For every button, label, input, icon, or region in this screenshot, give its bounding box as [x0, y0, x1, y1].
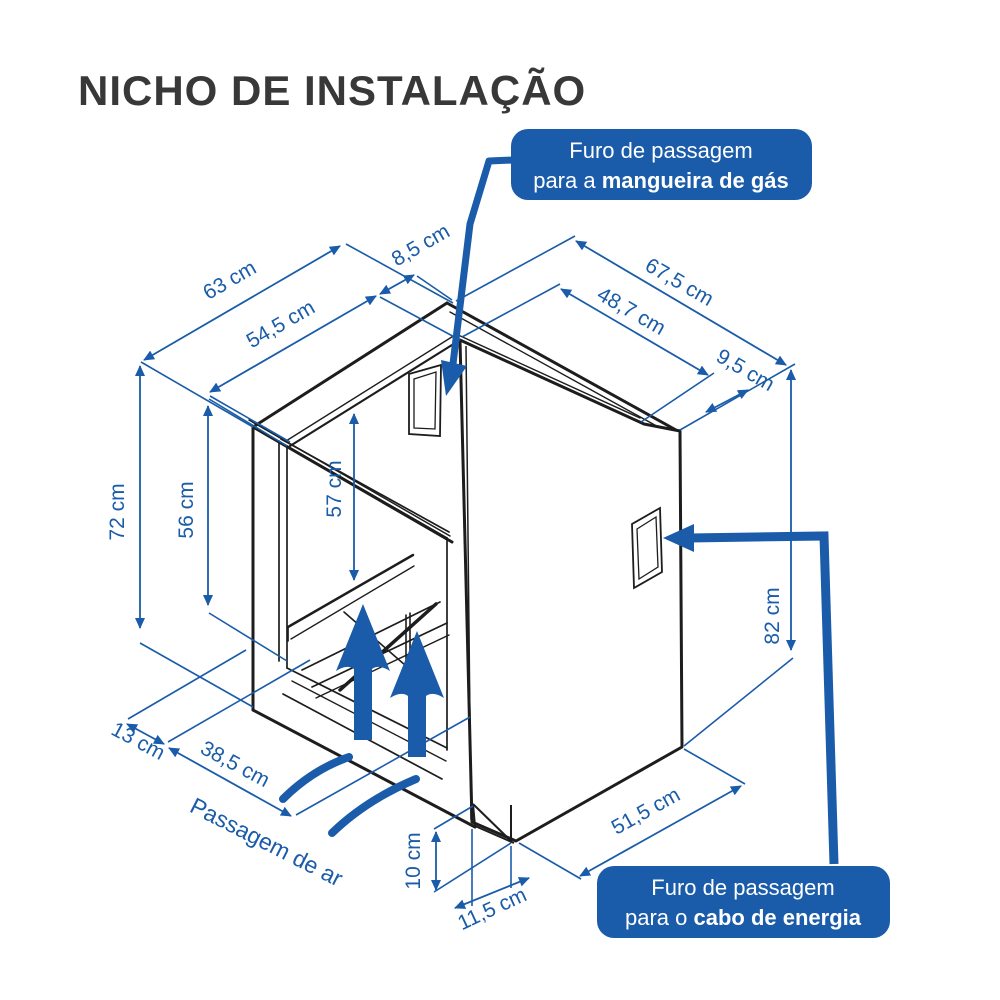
dimline-9-5: [705, 389, 749, 413]
callout-gas-line1: Furo de passagem: [569, 138, 752, 163]
bottom-notch: [472, 803, 515, 844]
callout-gas-line2-prefix: para a: [533, 168, 602, 193]
callout-power-line2-prefix: para o: [625, 905, 694, 930]
page-title: NICHO DE INSTALAÇÃO: [78, 67, 586, 114]
dim-72-label: 72 cm: [106, 483, 129, 540]
air-passage-label: Passagem de ar: [186, 792, 347, 891]
dimension-lines: [126, 240, 796, 909]
dim-54-5-label: 54,5 cm: [243, 296, 319, 353]
callout-power-line2-bold: cabo de energia: [693, 905, 861, 930]
dimline-11-5: [454, 877, 530, 909]
dim-10-label: 10 cm: [402, 832, 425, 889]
callout-gas: Furo de passagem para a mangueira de gás: [511, 129, 812, 200]
callout-power-box: [597, 866, 890, 938]
air-arc-left: [279, 753, 353, 803]
air-up-arrow-left: [336, 604, 390, 740]
dimline-51-5: [579, 785, 742, 877]
callout-gas-line2: para a mangueira de gás: [533, 168, 789, 193]
dimline-38-5: [168, 747, 292, 817]
dim-51-5-label: 51,5 cm: [608, 783, 684, 839]
dim-56-label: 56 cm: [175, 481, 198, 538]
gas-leader-line: [448, 156, 514, 373]
gas-leader-arrowhead: [441, 360, 467, 396]
callout-power-line1: Furo de passagem: [651, 875, 834, 900]
callout-gas-box: [511, 129, 812, 200]
dim-57-label: 57 cm: [323, 460, 346, 517]
dimline-8-5: [379, 274, 415, 295]
callout-gas-line2-bold: mangueira de gás: [602, 168, 789, 193]
dim-48-7-label: 48,7 cm: [593, 283, 669, 340]
air-arc-right: [328, 775, 420, 837]
dim-13-label: 13 cm: [107, 718, 168, 765]
dimline-54-5: [209, 295, 377, 393]
air-flow: [279, 604, 444, 837]
power-leader-arrowhead: [663, 524, 694, 552]
dim-11-5-label: 11,5 cm: [454, 883, 530, 935]
dim-38-5-label: 38,5 cm: [197, 737, 274, 792]
air-up-arrow-right: [390, 631, 444, 757]
callout-power-line2: para o cabo de energia: [625, 905, 862, 930]
power-leader-line: [688, 531, 839, 865]
callout-leaders: [441, 156, 839, 865]
dimline-48-7: [560, 288, 709, 376]
callout-power: Furo de passagem para o cabo de energia: [597, 866, 890, 938]
dim-9-5-label: 9,5 cm: [712, 345, 778, 396]
dim-8-5-label: 8,5 cm: [388, 220, 454, 271]
dim-82-label: 82 cm: [761, 587, 784, 644]
power-cable-hole: [631, 506, 663, 590]
right-side-panel: [458, 338, 684, 844]
gas-hose-hole: [408, 363, 442, 437]
dimline-13: [126, 723, 165, 745]
